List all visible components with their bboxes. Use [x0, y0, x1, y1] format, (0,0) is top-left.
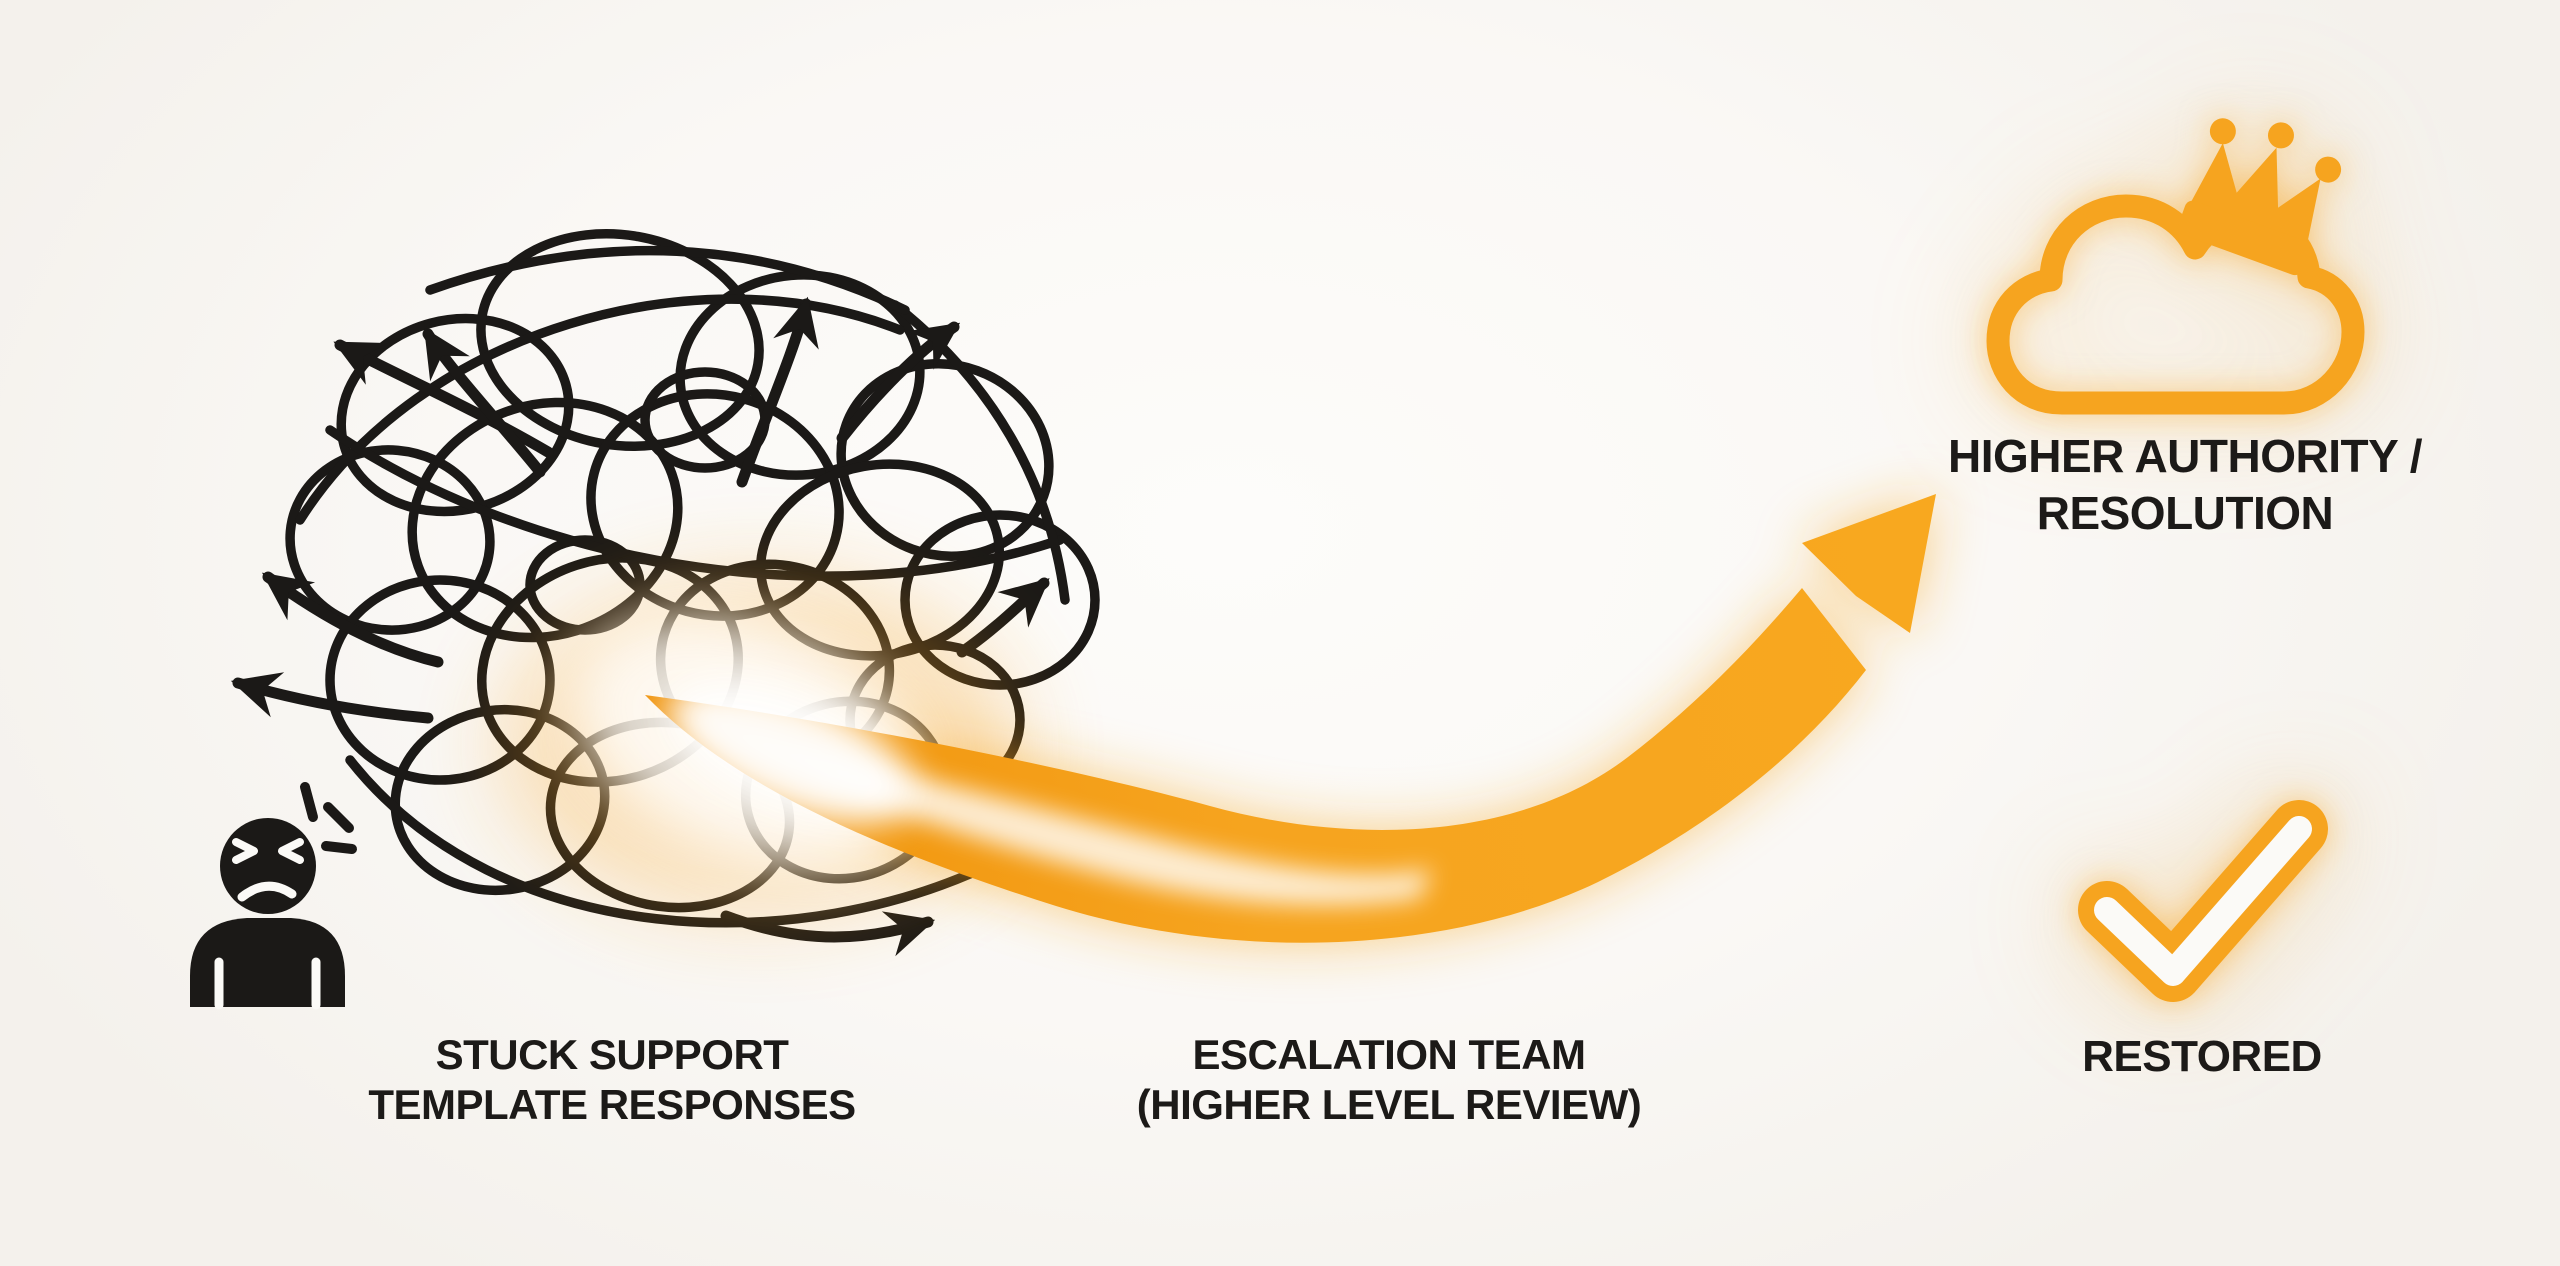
stuck-support-label-line2: TEMPLATE RESPONSES [368, 1081, 856, 1128]
escalation-team-label-line1: ESCALATION TEAM [1192, 1031, 1586, 1078]
escalation-swoosh-arrow-icon [500, 494, 1936, 943]
angry-user-icon [190, 782, 357, 1010]
cloud-icon [1986, 194, 2365, 415]
crowned-cloud-icon [1986, 118, 2365, 415]
tangle-escape-arrows [230, 296, 1050, 957]
higher-authority-label: HIGHER AUTHORITY / RESOLUTION [1947, 428, 2423, 542]
higher-authority-label-line1: HIGHER AUTHORITY / [1947, 430, 2423, 482]
swoosh-arrowhead [1802, 494, 1936, 633]
angry-user-body [190, 918, 345, 1007]
higher-authority-label-line2: RESOLUTION [2036, 487, 2334, 539]
stuck-support-label-line1: STUCK SUPPORT [435, 1031, 789, 1078]
swoosh-band [645, 588, 1866, 943]
restored-label: RESTORED [2082, 1032, 2322, 1082]
escalation-team-label: ESCALATION TEAM (HIGHER LEVEL REVIEW) [1136, 1030, 1642, 1130]
angry-face [220, 818, 316, 914]
escalation-team-label-line2: (HIGHER LEVEL REVIEW) [1136, 1081, 1642, 1128]
crown-icon [2177, 118, 2342, 276]
frustration-marks-icon [300, 782, 357, 854]
checkmark-icon [2078, 800, 2328, 1002]
restored-label-text: RESTORED [2082, 1032, 2322, 1081]
stuck-support-label: STUCK SUPPORT TEMPLATE RESPONSES [368, 1030, 856, 1130]
